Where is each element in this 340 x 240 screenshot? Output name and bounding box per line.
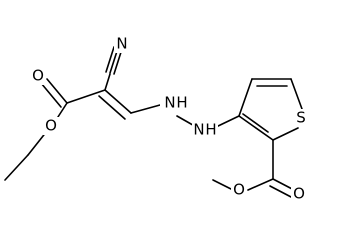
- bond-ester-left-carbonyl-a: [46, 78, 68, 104]
- bond-nh-to-thiophene: [215, 115, 240, 128]
- bond-thiophene-c5-s: [290, 78, 303, 110]
- bond-ester-right-carbonyl-b: [269, 185, 294, 199]
- bond-thiophene-s-c2: [272, 127, 299, 141]
- bond-nitrile-triple-c: [113, 48, 123, 75]
- bg-nitrile-n: [114, 35, 130, 53]
- atom-label-nitrile-n: N: [116, 35, 127, 53]
- atom-label-hydrazine-n2: N: [193, 121, 204, 139]
- bond-ether-o-to-methyl: [212, 179, 232, 190]
- bg-ester-o-left-ether: [43, 117, 59, 135]
- bond-thiophene-c2-c3-a: [238, 115, 274, 141]
- bg-ester-o-left-carbonyl: [30, 67, 46, 85]
- bond-ch2-to-ch3: [4, 154, 29, 181]
- bond-ester-left-carbonyl-b: [40, 82, 62, 108]
- atom-label-hydrazine-h2: H: [205, 121, 216, 139]
- atom-labels: N O O N H N H S O O: [32, 35, 306, 203]
- bond-vinyl-to-nh: [130, 104, 161, 114]
- atom-label-ester-o-right-carbonyl: O: [293, 185, 305, 203]
- atom-label-ester-o-left-ether: O: [45, 117, 57, 135]
- bond-thiophene-c3-c4: [238, 78, 253, 117]
- chemical-structure-diagram: N O O N H N H S O O: [4, 34, 309, 203]
- bond-thiophene-c2-c3-b: [242, 113, 269, 133]
- bond-nitrile-triple-a: [105, 46, 115, 73]
- bg-hydrazine-h1: [175, 94, 189, 112]
- atom-label-hydrazine-h1: H: [176, 94, 187, 112]
- bond-alpha-to-vinyl-double-b: [98, 95, 126, 120]
- molecule-canvas: N O O N H N H S O O: [4, 34, 309, 203]
- bg-ester-o-right-carbonyl: [291, 185, 307, 203]
- atom-label-hydrazine-n1: N: [164, 94, 175, 112]
- bond-alpha-to-nitrile-carbon: [104, 73, 111, 91]
- bg-thiophene-s: [293, 109, 309, 127]
- bg-ester-o-right-ether: [231, 181, 247, 199]
- bond-alpha-to-vinyl-double-a: [104, 89, 132, 114]
- bg-hydrazine-h2: [204, 121, 218, 139]
- bond-ester-right-to-ether-o: [247, 178, 274, 191]
- bond-alpha-to-ester-carbon: [66, 89, 106, 104]
- atom-label-ester-o-right-ether: O: [233, 181, 245, 199]
- atom-label-backgrounds: [30, 35, 309, 203]
- atom-label-ester-o-left-carbonyl: O: [32, 67, 44, 85]
- atom-label-thiophene-s: S: [296, 109, 306, 127]
